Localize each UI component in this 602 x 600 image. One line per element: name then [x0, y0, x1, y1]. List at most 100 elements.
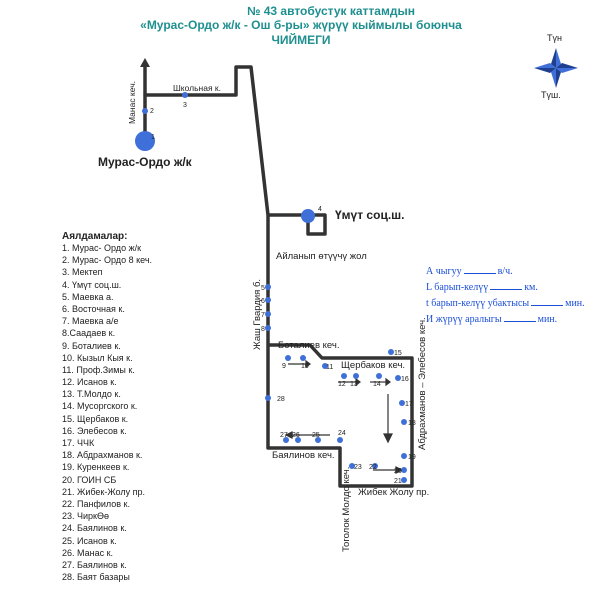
stop-list-item: 8.Саадаев к.: [62, 328, 116, 339]
stop-marker: [401, 419, 407, 425]
stop-marker: [285, 355, 291, 361]
stop-list-item: 24. Баялинов к.: [62, 523, 127, 534]
street-bayalinov: Баялинов кеч.: [272, 450, 335, 461]
street-aylanyp: Айланып өтүүчү жол: [276, 251, 367, 262]
stop-marker: [295, 437, 301, 443]
manas-arrow-icon: [140, 58, 150, 67]
street-zhibek: Жибек Жолу пр.: [358, 487, 429, 498]
stop-marker: [283, 437, 289, 443]
stop-list-item: 15. Щербаков к.: [62, 413, 129, 424]
stop-number-label: 13: [350, 381, 358, 388]
stop-list-item: 7. Маевка а/е: [62, 316, 119, 327]
stop-list-item: 10. Кызыл Кыя к.: [62, 352, 133, 363]
stop-number-label: 26: [292, 432, 300, 439]
stop-marker: [399, 400, 405, 406]
stop-number-label: 12: [338, 381, 346, 388]
stop-number-label: 14: [373, 381, 381, 388]
street-botaliev: Боталиев кеч.: [278, 340, 339, 351]
stop-marker: [182, 92, 188, 98]
stop-marker: [401, 453, 407, 459]
stop-marker: [349, 463, 355, 469]
stop-list-item: 23. ЧиркӨө: [62, 511, 109, 522]
route-line: [143, 62, 414, 488]
stop-list-item: 17. ЧЧК: [62, 438, 95, 448]
stop-marker: [300, 355, 306, 361]
stop-marker: [265, 284, 271, 290]
stop-list-item: 26. Манас к.: [62, 547, 114, 558]
stop-list-item: 14. Мусоргского к.: [62, 401, 138, 412]
stop-number-label: 5: [261, 285, 265, 292]
stop-number-label: 21: [394, 478, 402, 485]
title-line-1: № 43 автобустук каттамдын: [247, 4, 415, 18]
stop-list-item: 9. Боталиев к.: [62, 340, 121, 351]
stop-list-item: 22. Панфилов к.: [62, 498, 130, 509]
stop-list-item: 6. Восточная к.: [62, 303, 125, 314]
stop-number-label: 4: [318, 206, 322, 213]
stop-marker: [315, 437, 321, 443]
stop-marker: [142, 108, 148, 114]
stop-list-item: 25. Исанов к.: [62, 535, 117, 546]
place-muras: Мурас-Ордо ж/к: [98, 155, 193, 169]
stop-number-label: 11: [326, 364, 333, 371]
stop-number-label: 19: [408, 454, 416, 461]
stop-number-label: 3: [183, 102, 187, 109]
compass-south: Түш.: [541, 90, 561, 100]
stop-marker: [401, 467, 407, 473]
stop-list-item: 21. Жибек-Жолу пр.: [62, 486, 145, 497]
street-manas: Манас кеч.: [127, 81, 137, 124]
stop-list-item: 28. Баят базары: [62, 572, 130, 583]
stop-number-label: 17: [405, 401, 413, 408]
stop-marker: [322, 363, 328, 369]
stop-number-label: 25: [312, 432, 320, 439]
stop-number-label: 28: [277, 396, 285, 403]
street-abdrakhmanov: Абдрахманов – Элебесов кеч.: [417, 317, 428, 450]
stop-list-item: 20. ГОИН СБ: [62, 474, 117, 485]
stop-number-label: 7: [261, 312, 265, 319]
stop-number-label: 2: [150, 108, 154, 115]
stop-number-label: 10: [301, 363, 309, 370]
stop-number-label: 24: [338, 430, 346, 437]
street-zhash-gvardiya: Жаш Гвардия б.: [252, 279, 263, 350]
stop-list-item: 5. Маевка а.: [62, 291, 114, 302]
stop-number-label: 8: [261, 326, 265, 333]
stop-list-item: 27. Баялинов к.: [62, 559, 127, 570]
stop-marker: [135, 131, 155, 151]
stop-number-label: 18: [408, 420, 416, 427]
stop-list-item: 3. Мектеп: [62, 267, 103, 278]
stop-list-item: 19. Куренкеев к.: [62, 462, 130, 473]
direction-arrows: [284, 359, 404, 474]
stop-marker: [341, 373, 347, 379]
stop-marker: [337, 437, 343, 443]
street-scherbakov: Щербаков кеч.: [341, 360, 405, 371]
stop-list-item: 11. Проф.Зимы к.: [62, 364, 135, 375]
place-umut: Үмүт соц.ш.: [335, 208, 405, 222]
compass-north: Түн: [547, 33, 562, 43]
title-line-2: «Мурас-Ордо ж/к - Ош б-ры» жүрүү кыймылы…: [140, 18, 462, 32]
stop-marker: [401, 477, 407, 483]
stop-list-item: 13. Т.Молдо к.: [62, 389, 121, 400]
stop-marker: [265, 325, 271, 331]
stop-number-label: 15: [394, 350, 402, 357]
stop-marker: [353, 373, 359, 379]
stop-marker: [265, 311, 271, 317]
stop-number-label: 16: [401, 376, 409, 383]
stop-marker: [265, 395, 271, 401]
compass-icon: Түн Түш.: [534, 33, 578, 100]
stop-number-label: 6: [261, 298, 265, 305]
street-shkolnaya: Школьная к.: [173, 83, 221, 93]
stop-marker: [372, 463, 378, 469]
stop-number-label: 27: [280, 432, 288, 439]
stop-number-label: 1: [151, 134, 155, 141]
stop-marker: [376, 373, 382, 379]
stop-marker: [388, 349, 394, 355]
stop-list-item: 18. Абдрахманов к.: [62, 450, 143, 461]
stop-marker: [395, 375, 401, 381]
stop-marker: [265, 297, 271, 303]
stops-title: Аялдамалар:: [62, 231, 128, 242]
